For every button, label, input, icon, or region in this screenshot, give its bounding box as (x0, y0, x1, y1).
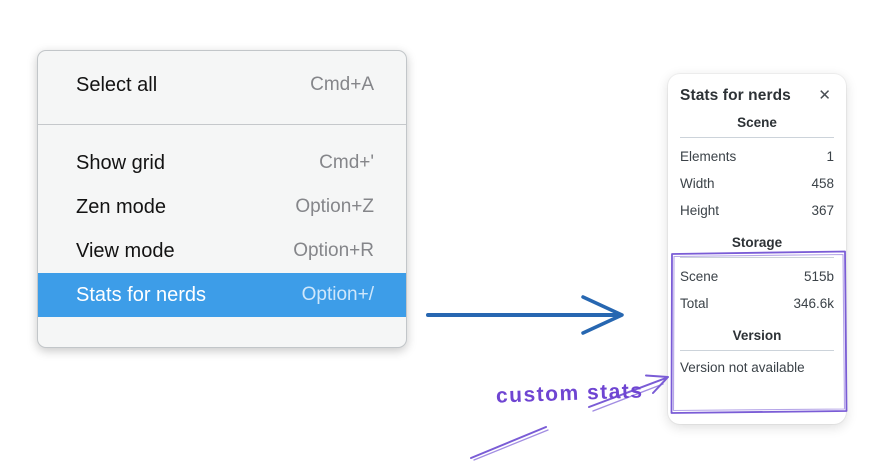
close-icon[interactable]: ✕ (818, 87, 831, 104)
menu-item-shortcut: Cmd+A (310, 74, 374, 95)
section-divider (680, 350, 834, 351)
stat-row-elements: Elements 1 (680, 143, 834, 170)
menu-item-label: Stats for nerds (76, 283, 207, 306)
stat-value: 515b (803, 269, 834, 284)
section-storage: Storage Scene 515b Total 346.6k (680, 235, 834, 317)
menu-item-label: Zen mode (76, 195, 167, 218)
stat-value: 1 (826, 149, 834, 164)
stats-panel: Stats for nerds ✕ Scene Elements 1 Width… (668, 74, 846, 424)
context-menu: Select all Cmd+A Show grid Cmd+' Zen mod… (37, 50, 407, 348)
menu-item-label: View mode (76, 239, 175, 262)
menu-item-shortcut: Option+R (293, 240, 374, 261)
menu-to-panel-arrow-icon (426, 295, 624, 335)
stat-value: 346.6k (793, 296, 834, 311)
menu-item-select-all[interactable]: Select all Cmd+A (38, 63, 406, 107)
menu-item-shortcut: Option+Z (295, 196, 374, 217)
stat-label: Scene (680, 269, 719, 284)
stat-value: 458 (811, 176, 834, 191)
stat-row-total-storage: Total 346.6k (680, 290, 834, 317)
menu-item-show-grid[interactable]: Show grid Cmd+' (38, 141, 406, 185)
stat-label: Total (680, 296, 709, 311)
menu-item-shortcut: Option+/ (301, 284, 374, 305)
section-header: Version (732, 328, 782, 343)
stat-row-scene-storage: Scene 515b (680, 263, 834, 290)
annotation-label: custom stats (495, 379, 644, 408)
stat-label: Height (680, 203, 720, 218)
annotation-line (470, 426, 549, 461)
stat-row-height: Height 367 (680, 197, 834, 224)
section-header: Scene (737, 115, 777, 130)
version-note: Version not available (680, 360, 805, 375)
stat-value: 367 (811, 203, 834, 218)
section-header: Storage (731, 235, 783, 250)
menu-item-zen-mode[interactable]: Zen mode Option+Z (38, 185, 406, 229)
stat-label: Width (680, 176, 715, 191)
menu-separator (38, 124, 406, 125)
section-divider (680, 137, 834, 138)
section-version: Version Version not available (680, 328, 834, 380)
menu-item-label: Select all (76, 73, 158, 96)
menu-item-label: Show grid (76, 151, 165, 174)
stat-row-width: Width 458 (680, 170, 834, 197)
stat-label: Elements (680, 149, 737, 164)
section-divider (680, 257, 834, 258)
menu-item-stats-for-nerds[interactable]: Stats for nerds Option+/ (38, 273, 406, 317)
stats-panel-header: Stats for nerds ✕ (680, 86, 834, 105)
section-scene: Scene Elements 1 Width 458 Height 367 (680, 115, 834, 224)
menu-item-view-mode[interactable]: View mode Option+R (38, 229, 406, 273)
menu-item-shortcut: Cmd+' (319, 152, 374, 173)
panel-title: Stats for nerds (680, 86, 791, 104)
